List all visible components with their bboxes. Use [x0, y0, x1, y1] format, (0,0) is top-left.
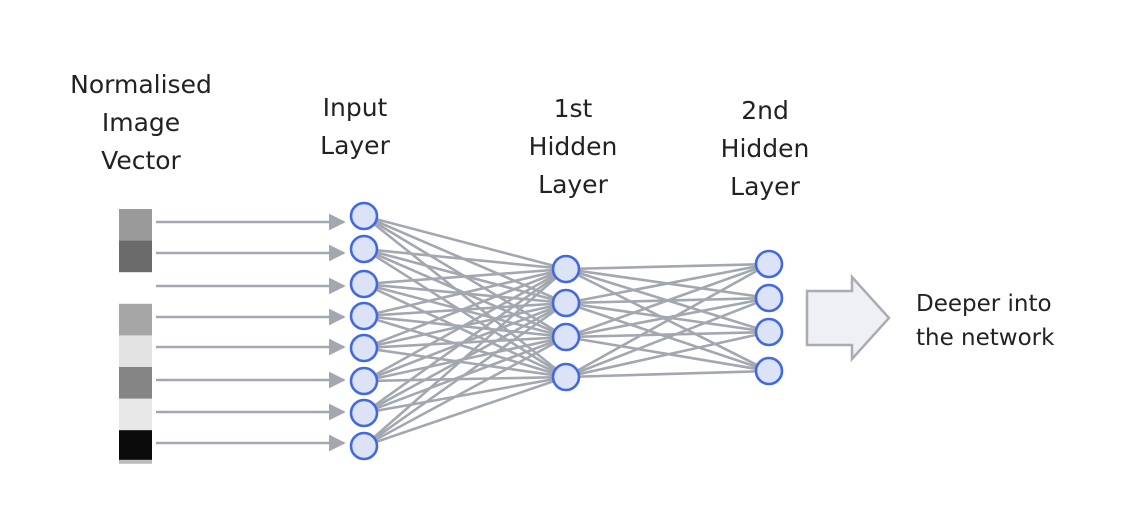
input-neuron — [349, 301, 379, 331]
image-vector-label-line-3: Vector — [101, 146, 181, 175]
hidden-1-neuron — [551, 322, 581, 352]
connection-edge — [564, 330, 771, 379]
hidden-layer-1-label: 1st Hidden Layer — [508, 90, 638, 204]
connection-edge — [564, 296, 771, 379]
connection-edge — [564, 262, 771, 305]
connection-edge — [362, 267, 568, 318]
hidden-2-neuron — [754, 356, 784, 386]
connections — [362, 214, 771, 448]
vector-cell — [119, 367, 152, 400]
connection-edge — [362, 267, 568, 286]
input-layer-label-line-2: Layer — [320, 131, 390, 160]
input-layer-label: Input Layer — [290, 89, 420, 165]
image-vector-label-line-1: Normalised — [70, 70, 212, 99]
hidden-2-neuron — [754, 317, 784, 347]
input-neuron — [349, 398, 379, 428]
hidden-2-neuron — [754, 283, 784, 313]
connection-edge — [564, 330, 771, 339]
hidden-layer-1-label-line-1: 1st — [553, 94, 593, 123]
vector-cell — [119, 272, 152, 305]
hidden-1-neuron — [551, 288, 581, 318]
input-neuron — [349, 431, 379, 461]
input-neuron — [349, 234, 379, 264]
neurons — [349, 201, 784, 461]
hidden-1-neuron — [551, 254, 581, 284]
hidden-layer-2-label-line-2: Hidden — [720, 134, 810, 163]
connection-edge — [362, 335, 568, 448]
hidden-1-neuron — [551, 362, 581, 392]
connection-edge — [564, 369, 771, 379]
vector-cell — [119, 430, 152, 463]
connection-edge — [362, 267, 568, 383]
connection-edge — [362, 346, 568, 379]
connection-edge — [362, 267, 568, 350]
vector-cell-edge — [119, 459, 152, 464]
input-layer-label-line-1: Input — [322, 93, 388, 122]
vector-cell — [119, 209, 152, 242]
hidden-layer-1-label-line-3: Layer — [538, 170, 608, 199]
vector-cell — [119, 240, 152, 273]
hidden-2-neuron — [754, 249, 784, 279]
vector-cell — [119, 398, 152, 431]
connection-edge — [362, 267, 568, 448]
connection-edge — [564, 262, 771, 379]
connection-edge — [362, 282, 568, 379]
connection-edge — [362, 267, 568, 415]
image-vector-label-line-2: Image — [101, 108, 181, 137]
vector-cell — [119, 335, 152, 368]
connection-edge — [362, 247, 568, 271]
connection-edge — [564, 262, 771, 339]
deeper-label: Deeper into the network — [916, 287, 1106, 355]
hidden-layer-2-label: 2nd Hidden Layer — [700, 92, 830, 206]
connection-edge — [564, 262, 771, 271]
connection-edge — [362, 375, 568, 415]
input-neuron — [349, 201, 379, 231]
deeper-arrow-icon — [805, 273, 891, 363]
deeper-label-line-1: Deeper into — [916, 291, 1052, 317]
image-vector-label: Normalised Image Vector — [56, 66, 226, 180]
hidden-layer-2-label-line-3: Layer — [730, 172, 800, 201]
input-neuron — [349, 269, 379, 299]
hidden-layer-1-label-line-2: Hidden — [528, 132, 618, 161]
connection-edge — [362, 375, 568, 448]
connection-edge — [362, 314, 568, 379]
vector-cell — [119, 303, 152, 336]
hidden-layer-2-label-line-1: 2nd — [741, 96, 789, 125]
deeper-label-line-2: the network — [916, 325, 1055, 351]
image-vector — [119, 209, 152, 464]
connection-edge — [362, 214, 568, 271]
connection-edge — [564, 296, 771, 339]
input-neuron — [349, 333, 379, 363]
connection-edge — [362, 301, 568, 448]
input-arrows — [156, 213, 346, 452]
input-neuron — [349, 366, 379, 396]
connection-edge — [362, 375, 568, 383]
